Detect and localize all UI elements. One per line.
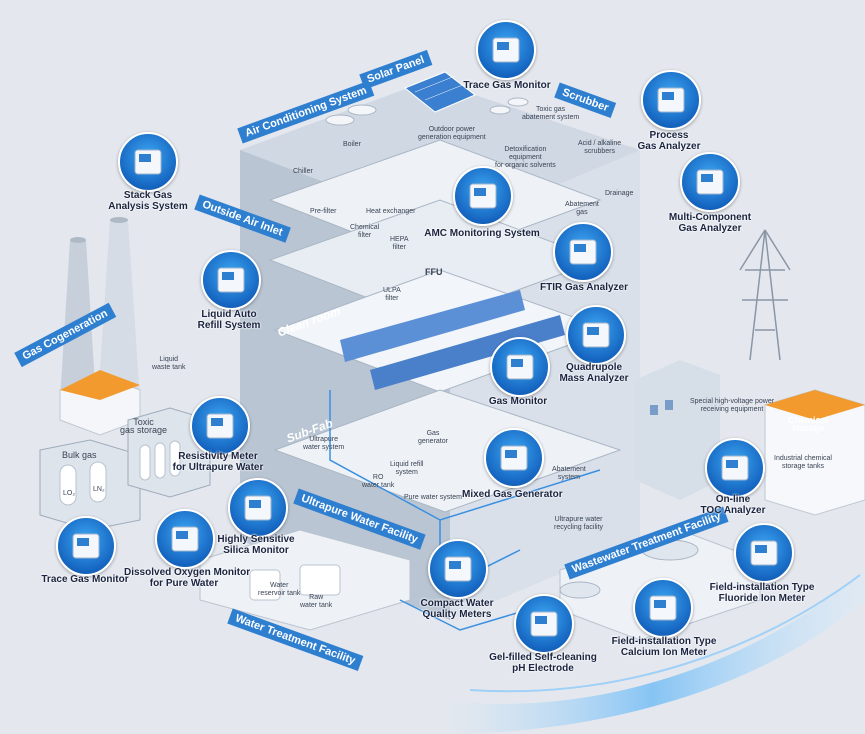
quadrupole-analyzer-icon[interactable]	[566, 305, 626, 365]
label-bulk-gas: Bulk gas	[62, 450, 97, 460]
instrument-icon	[244, 495, 272, 521]
resistivity-meter-icon[interactable]	[190, 396, 250, 456]
amc-monitoring-icon[interactable]	[453, 166, 513, 226]
liquid-refill-icon[interactable]	[201, 250, 261, 310]
mixed-gas-generator-label: Mixed Gas Generator	[462, 489, 563, 500]
instrument-icon	[217, 267, 245, 293]
gas-monitor-label: Gas Monitor	[488, 396, 548, 407]
mixed-gas-generator-icon[interactable]	[484, 428, 544, 488]
label-drainage: Drainage	[605, 190, 634, 197]
instrument-icon	[134, 149, 162, 175]
trace-gas-monitor-bottom-label: Trace Gas Monitor	[41, 574, 129, 585]
label-chiller: Chiller	[293, 168, 313, 175]
compact-water-meters-icon[interactable]	[428, 539, 488, 599]
online-toc-icon[interactable]	[705, 438, 765, 498]
trace-gas-monitor-bottom-icon[interactable]	[56, 516, 116, 576]
side-building	[635, 360, 720, 500]
toxic-gas-enclosure	[127, 407, 211, 498]
instrument-icon	[469, 183, 497, 209]
label-heat-exchanger: Heat exchanger	[366, 208, 416, 215]
instrument-icon	[500, 445, 528, 471]
instrument-icon	[530, 611, 558, 637]
instrument-icon	[696, 169, 724, 195]
instrument-icon	[506, 354, 534, 380]
instrument-icon	[657, 87, 685, 113]
process-gas-analyzer-icon[interactable]	[641, 70, 701, 130]
solar-panels	[404, 71, 476, 113]
dissolved-oxygen-icon[interactable]	[155, 509, 215, 569]
instrument-icon	[171, 526, 199, 552]
fluoride-meter-icon[interactable]	[734, 523, 794, 583]
trace-gas-monitor-top-icon[interactable]	[476, 20, 536, 80]
chemical-storage-building	[764, 389, 865, 516]
multi-component-analyzer-icon[interactable]	[680, 152, 740, 212]
instrument-icon	[444, 556, 472, 582]
main-building	[240, 80, 640, 620]
instrument-icon	[569, 239, 597, 265]
instrument-icon	[72, 533, 100, 559]
calcium-meter-icon[interactable]	[633, 578, 693, 638]
instrument-icon	[492, 37, 520, 63]
label-pre-filter: Pre-filter	[310, 208, 337, 215]
ph-electrode-icon[interactable]	[514, 594, 574, 654]
gas-monitor-icon[interactable]	[490, 337, 550, 397]
ftir-analyzer-label: FTIR Gas Analyzer	[540, 282, 628, 293]
instrument-icon	[649, 595, 677, 621]
instrument-icon	[206, 413, 234, 439]
water-treatment-area	[199, 529, 411, 631]
instrument-icon	[582, 322, 610, 348]
label-boiler: Boiler	[343, 141, 361, 148]
ftir-analyzer-icon[interactable]	[553, 222, 613, 282]
instrument-icon	[750, 540, 778, 566]
instrument-icon	[721, 455, 749, 481]
label-lo2: LO₂	[63, 490, 76, 497]
trace-gas-monitor-top-label: Trace Gas Monitor	[463, 80, 551, 91]
bulk-gas-enclosure	[39, 439, 141, 531]
amc-monitoring-label: AMC Monitoring System	[424, 228, 540, 239]
silica-monitor-icon[interactable]	[228, 478, 288, 538]
label-ffu: FFU	[425, 267, 443, 277]
stack-gas-analysis-icon[interactable]	[118, 132, 178, 192]
power-pylon	[739, 229, 791, 361]
label-ln2: LN₂	[93, 486, 105, 493]
label-pure-water: Pure water system	[404, 494, 462, 501]
ground-swoosh	[440, 570, 865, 734]
